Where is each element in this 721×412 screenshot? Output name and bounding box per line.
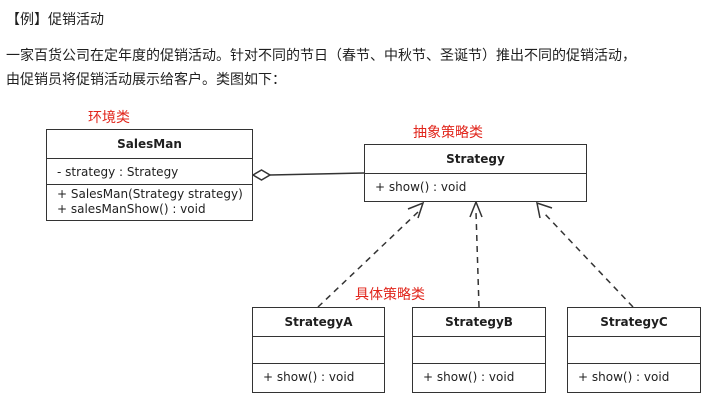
strategy-b-attributes [413,337,545,364]
aggregation-diamond [251,169,272,181]
realization-line-c [542,211,634,308]
strategy-a-method-show: + show() : void [263,370,355,384]
realization-arrow-c [536,201,553,219]
salesman-methods: + SalesMan(Strategy strategy) + salesMan… [47,185,252,219]
strategy-c-methods: + show() : void [568,364,700,391]
salesman-attribute-strategy: - strategy : Strategy [57,165,179,179]
strategy-method-show: + show() : void [375,180,467,194]
example-heading: 【例】促销活动 [6,12,104,28]
salesman-attributes: - strategy : Strategy [47,159,252,185]
environment-class-label: 环境类 [88,110,130,126]
strategy-a-attributes [253,337,384,364]
concrete-strategy-label: 具体策略类 [355,287,425,303]
realization-arrow-a [407,201,425,219]
salesman-method-show: + salesManShow() : void [57,202,206,216]
realization-line-b [475,211,480,308]
strategy-a-methods: + show() : void [253,364,384,391]
description-line-1: 一家百货公司在定年度的促销活动。针对不同的节日（春节、中秋节、圣诞节）推出不同的… [6,48,636,64]
strategy-b-class: StrategyB + show() : void [412,307,546,393]
strategy-class-name: Strategy [365,145,586,174]
strategy-b-method-show: + show() : void [423,370,515,384]
strategy-b-class-name: StrategyB [413,308,545,337]
strategy-methods: + show() : void [365,174,586,201]
salesman-class: SalesMan - strategy : Strategy + SalesMa… [46,129,253,221]
salesman-class-name: SalesMan [47,130,252,159]
abstract-strategy-label: 抽象策略类 [413,125,483,141]
salesman-method-constructor: + SalesMan(Strategy strategy) [57,187,243,201]
realization-arrow-b [469,199,483,218]
realization-line-a [317,211,419,308]
strategy-c-attributes [568,337,700,364]
strategy-b-methods: + show() : void [413,364,545,391]
description-line-2: 由促销员将促销活动展示给客户。类图如下： [6,72,286,88]
strategy-interface: Strategy + show() : void [364,144,587,202]
strategy-a-class-name: StrategyA [253,308,384,337]
strategy-c-class-name: StrategyC [568,308,700,337]
strategy-c-class: StrategyC + show() : void [567,307,701,393]
strategy-c-method-show: + show() : void [578,370,670,384]
strategy-a-class: StrategyA + show() : void [252,307,385,393]
aggregation-line [269,172,365,176]
